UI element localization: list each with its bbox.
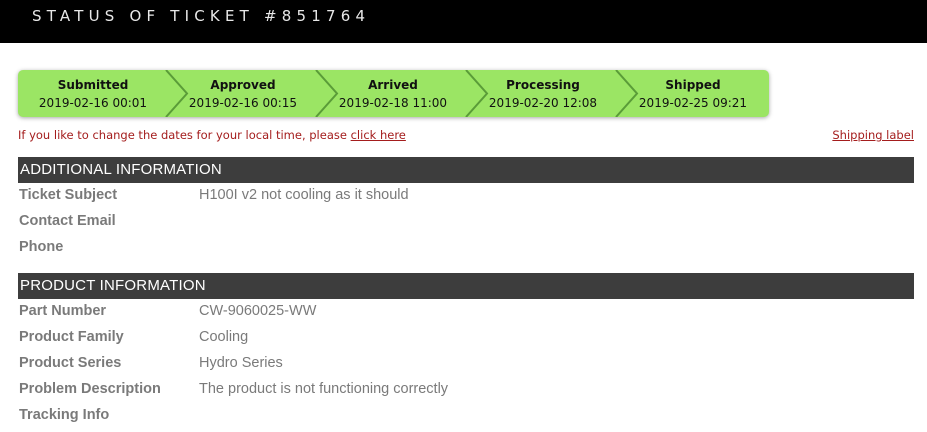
chevron-right-icon	[615, 70, 639, 117]
status-progress-bar: Submitted 2019-02-16 00:01 Approved 2019…	[18, 70, 769, 117]
chevron-right-icon	[315, 70, 339, 117]
step-date: 2019-02-16 00:15	[188, 96, 298, 110]
step-date: 2019-02-20 12:08	[488, 96, 598, 110]
page-title: STATUS OF TICKET #851764	[32, 7, 371, 25]
info-label: Product Family	[19, 329, 124, 345]
info-value: Cooling	[199, 329, 249, 345]
local-time-notice: If you like to change the dates for your…	[18, 128, 406, 142]
product-info-header: PRODUCT INFORMATION	[18, 273, 914, 299]
step-approved: Approved 2019-02-16 00:15	[168, 70, 318, 117]
step-arrived: Arrived 2019-02-18 11:00	[318, 70, 468, 117]
step-date: 2019-02-25 09:21	[638, 96, 748, 110]
info-value: H100I v2 not cooling as it should	[199, 187, 409, 203]
top-bar: STATUS OF TICKET #851764	[0, 0, 927, 43]
info-row: Product Series Hydro Series	[19, 355, 899, 377]
info-row: Tracking Info	[19, 407, 899, 429]
info-label: Ticket Subject	[19, 187, 118, 203]
info-label: Tracking Info	[19, 407, 110, 423]
info-label: Contact Email	[19, 213, 116, 229]
notice-text: If you like to change the dates for your…	[18, 128, 351, 142]
chevron-right-icon	[465, 70, 489, 117]
step-label: Submitted	[57, 78, 129, 92]
info-row: Contact Email	[19, 213, 899, 235]
info-value: The product is not functioning correctly	[199, 381, 449, 397]
chevron-right-icon	[165, 70, 189, 117]
info-row: Problem Description The product is not f…	[19, 381, 899, 403]
step-submitted: Submitted 2019-02-16 00:01	[18, 70, 168, 117]
shipping-label-link[interactable]: Shipping label	[832, 128, 914, 142]
step-label: Processing	[506, 78, 580, 92]
info-value: CW-9060025-WW	[199, 303, 317, 319]
step-date: 2019-02-18 11:00	[338, 96, 448, 110]
info-row: Part Number CW-9060025-WW	[19, 303, 899, 325]
info-row: Product Family Cooling	[19, 329, 899, 351]
info-label: Phone	[19, 239, 64, 255]
step-label: Shipped	[665, 78, 721, 92]
info-label: Product Series	[19, 355, 122, 371]
info-row: Ticket Subject H100I v2 not cooling as i…	[19, 187, 899, 209]
step-date: 2019-02-16 00:01	[38, 96, 148, 110]
step-label: Arrived	[368, 78, 418, 92]
step-shipped: Shipped 2019-02-25 09:21	[618, 70, 768, 117]
info-label: Problem Description	[19, 381, 161, 397]
info-value: Hydro Series	[199, 355, 283, 371]
info-row: Phone	[19, 239, 899, 261]
click-here-link[interactable]: click here	[350, 128, 406, 142]
additional-info-header: ADDITIONAL INFORMATION	[18, 157, 914, 183]
step-processing: Processing 2019-02-20 12:08	[468, 70, 618, 117]
info-label: Part Number	[19, 303, 107, 319]
step-label: Approved	[210, 78, 276, 92]
